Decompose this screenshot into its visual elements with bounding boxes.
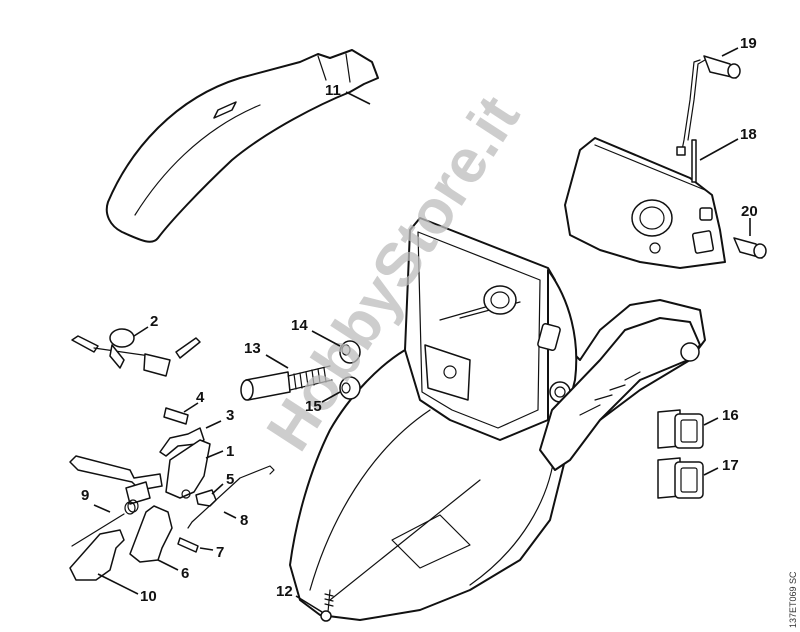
callout-13[interactable]: 13 <box>244 340 261 357</box>
callout-4[interactable]: 4 <box>196 389 205 406</box>
callout-8[interactable]: 8 <box>240 512 248 529</box>
callout-20[interactable]: 20 <box>741 203 758 220</box>
part-2-choke-shaft[interactable] <box>71 328 201 377</box>
part-12-screw[interactable] <box>320 589 334 622</box>
callout-7[interactable]: 7 <box>216 544 224 561</box>
leader-lines <box>93 47 751 613</box>
callout-6[interactable]: 6 <box>181 565 189 582</box>
part-16-rubber-grommet[interactable] <box>657 409 704 449</box>
callout-16[interactable]: 16 <box>722 407 739 424</box>
part-8-throttle-rod[interactable] <box>187 465 275 529</box>
callout-12[interactable]: 12 <box>276 583 293 600</box>
callout-17[interactable]: 17 <box>722 457 739 474</box>
callout-10[interactable]: 10 <box>140 588 157 605</box>
callout-14[interactable]: 14 <box>291 317 308 334</box>
part-7-roll-pin[interactable] <box>177 537 199 553</box>
part-11-handlebar[interactable] <box>105 49 379 243</box>
part-3-lever[interactable] <box>159 427 205 457</box>
part-15-annular-buffer[interactable] <box>339 376 361 400</box>
part-19-short-circuit-wire[interactable] <box>676 55 741 156</box>
callout-3[interactable]: 3 <box>226 407 234 424</box>
carburetor-box[interactable] <box>564 137 726 269</box>
callout-5[interactable]: 5 <box>226 471 234 488</box>
callout-1[interactable]: 1 <box>226 443 234 460</box>
callout-labels: 1 2 3 4 5 6 7 8 9 10 11 12 13 14 15 16 1… <box>81 35 758 605</box>
part-1-throttle-trigger[interactable] <box>69 439 211 505</box>
callout-18[interactable]: 18 <box>740 126 757 143</box>
part-6-trigger-interlock[interactable] <box>129 505 173 563</box>
callout-11[interactable]: 11 <box>325 82 341 99</box>
part-20-contact-sleeve[interactable] <box>733 237 767 259</box>
part-17-rubber-grommet[interactable] <box>657 457 704 499</box>
part-18-spacer-rod[interactable] <box>691 139 697 183</box>
callout-2[interactable]: 2 <box>150 313 158 330</box>
part-4-pin[interactable] <box>163 407 189 425</box>
callout-15[interactable]: 15 <box>305 398 322 415</box>
main-housing[interactable] <box>289 217 706 621</box>
drawing-code: 137ET069 SC <box>788 571 798 628</box>
part-13-spring-buffer[interactable] <box>240 365 333 401</box>
callout-19[interactable]: 19 <box>740 35 757 52</box>
part-14-annular-buffer[interactable] <box>339 340 361 364</box>
part-9-torsion-spring[interactable] <box>71 499 139 547</box>
part-10-interlock-lever[interactable] <box>69 529 125 581</box>
callout-9[interactable]: 9 <box>81 487 89 504</box>
